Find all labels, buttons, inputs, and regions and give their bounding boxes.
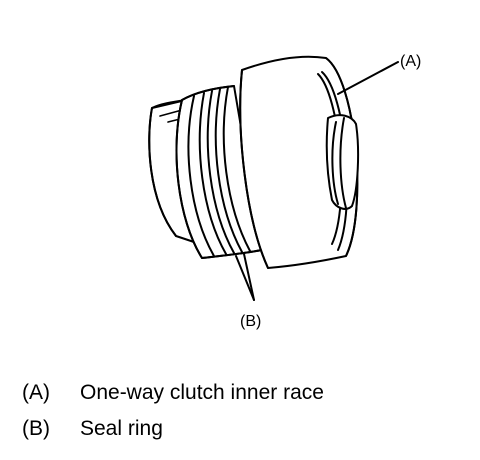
legend-text-b: Seal ring: [80, 417, 163, 440]
front-drum: [239, 55, 360, 269]
leader-line-a: [337, 61, 399, 95]
callout-b-label: (B): [240, 313, 261, 330]
seal-ring-band: [175, 85, 263, 259]
callout-b: (B): [235, 253, 261, 330]
leader-line-b2: [243, 253, 255, 301]
clutch-drum-illustration: (A) (B): [148, 53, 421, 330]
legend-item-b: (B) Seal ring: [22, 416, 462, 452]
leader-line-b1: [235, 255, 255, 301]
legend-item-a: (A) One-way clutch inner race: [22, 380, 462, 416]
callout-a-label: (A): [400, 53, 421, 70]
legend-key-a: (A): [22, 381, 50, 404]
legend: (A) One-way clutch inner race (B) Seal r…: [22, 380, 462, 452]
callout-a: (A): [337, 53, 421, 95]
legend-key-b: (B): [22, 417, 50, 440]
legend-text-a: One-way clutch inner race: [80, 381, 324, 404]
